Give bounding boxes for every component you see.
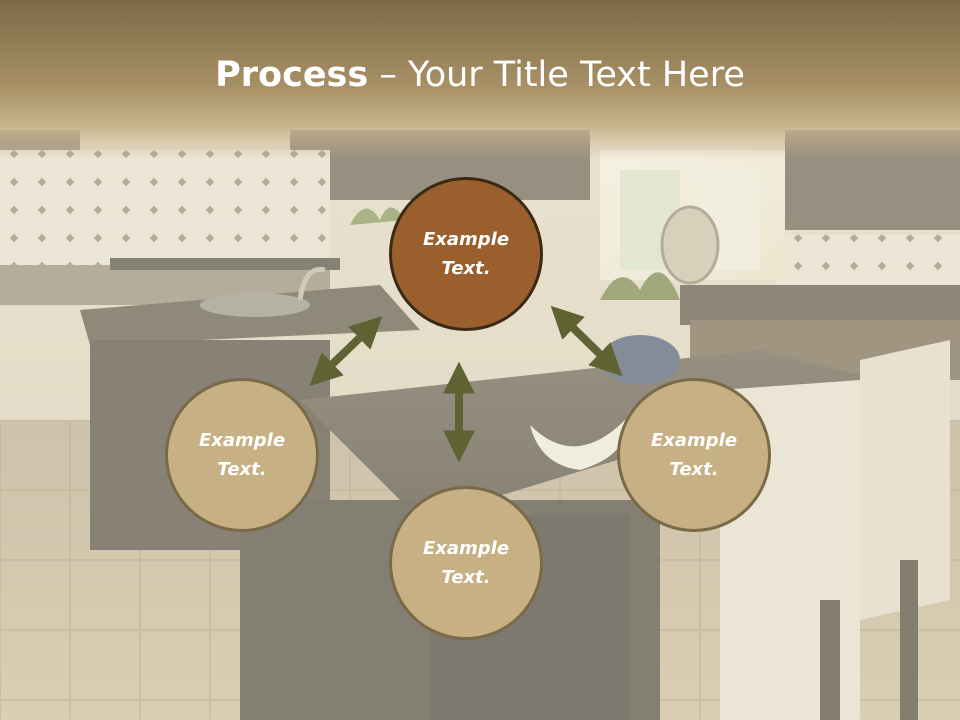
process-node-right[interactable]: Example Text. [617, 378, 771, 532]
label-line: Example [422, 538, 510, 559]
title-band [0, 0, 960, 160]
label-line: Text. [669, 459, 719, 480]
double-headed-arrow-icon [550, 305, 623, 377]
process-node-center[interactable]: Example Text. [389, 177, 543, 331]
label-line: Example [198, 430, 286, 451]
process-node-center-label: Example Text. [406, 225, 526, 283]
label-line: Text. [441, 258, 491, 279]
slide-title: Process – Your Title Text Here [0, 52, 960, 98]
label-line: Text. [441, 567, 491, 588]
title-regular-part: – Your Title Text Here [368, 55, 745, 95]
process-node-left[interactable]: Example Text. [165, 378, 319, 532]
process-node-left-label: Example Text. [182, 426, 302, 484]
process-node-right-label: Example Text. [634, 426, 754, 484]
process-node-bottom[interactable]: Example Text. [389, 486, 543, 640]
double-headed-arrow-icon [309, 316, 383, 386]
title-bold-part: Process [215, 55, 369, 95]
label-line: Example [650, 430, 738, 451]
label-line: Example [422, 229, 510, 250]
label-line: Text. [217, 459, 267, 480]
process-node-bottom-label: Example Text. [406, 534, 526, 592]
